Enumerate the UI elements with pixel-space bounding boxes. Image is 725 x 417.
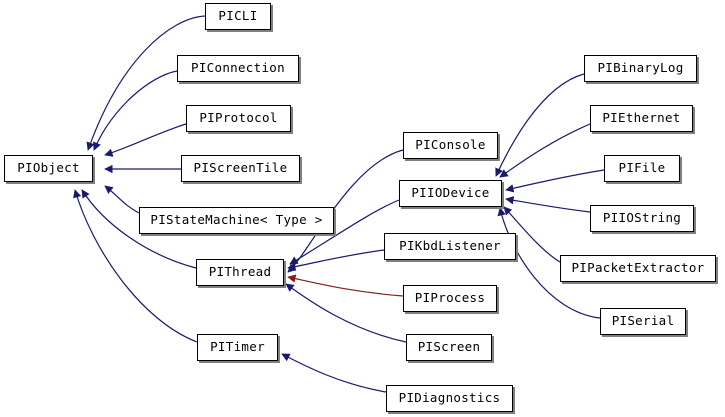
edge-pidiagnostics-to-pitimer	[281, 353, 387, 393]
class-node-pidiagnostics[interactable]: PIDiagnostics	[386, 385, 513, 412]
class-node-pibinarylog[interactable]: PIBinaryLog	[584, 55, 697, 82]
class-node-piprocess[interactable]: PIProcess	[403, 285, 497, 312]
class-node-pitimer[interactable]: PITimer	[197, 334, 278, 361]
class-node-label: PIScreenTile	[193, 160, 288, 176]
class-node-pifile[interactable]: PIFile	[604, 155, 680, 182]
edge-piprocess-to-pithread	[287, 274, 404, 297]
class-node-piscreentile[interactable]: PIScreenTile	[181, 155, 300, 182]
edge-piprotocol-to-piobject	[104, 123, 187, 157]
class-node-piiostring[interactable]: PIIOString	[590, 205, 694, 232]
class-node-label: PIEthernet	[602, 110, 681, 126]
class-node-label: PIProcess	[414, 290, 486, 306]
class-node-label: PIIODevice	[411, 185, 490, 201]
class-node-label: PIKbdListener	[399, 238, 501, 254]
class-node-label: PIIOString	[602, 210, 682, 226]
edge-pikbdlistener-to-pithread	[287, 249, 385, 271]
class-node-pistatemachine[interactable]: PIStateMachine< Type >	[139, 207, 334, 234]
class-node-label: PIObject	[17, 160, 80, 176]
edge-pifile-to-piiodevice	[505, 169, 605, 193]
class-node-piobject[interactable]: PIObject	[4, 155, 93, 182]
class-node-label: PITimer	[210, 339, 265, 355]
class-node-piethernet[interactable]: PIEthernet	[590, 105, 693, 132]
class-node-label: PISerial	[611, 313, 675, 329]
class-node-piscreen[interactable]: PIScreen	[406, 334, 492, 361]
class-node-piserial[interactable]: PISerial	[600, 308, 686, 335]
class-node-piconsole[interactable]: PIConsole	[403, 132, 498, 159]
class-node-label: PIFile	[618, 160, 666, 176]
class-node-label: PIThread	[208, 264, 272, 280]
class-node-label: PIDiagnostics	[398, 390, 501, 406]
class-node-label: PIConsole	[415, 137, 486, 153]
class-node-picli[interactable]: PICLI	[205, 3, 271, 30]
edge-piiostring-to-piiodevice	[505, 196, 591, 213]
class-node-label: PIScreen	[417, 339, 481, 355]
class-node-label: PIStateMachine< Type >	[150, 212, 323, 228]
edge-pibinarylog-to-piiodevice	[495, 73, 585, 177]
edge-piethernet-to-piiodevice	[499, 123, 591, 178]
class-node-pikbdlistener[interactable]: PIKbdListener	[384, 233, 516, 260]
class-node-label: PIConnection	[191, 60, 285, 76]
edge-piscreen-to-pithread	[285, 283, 407, 343]
class-node-piprotocol[interactable]: PIProtocol	[186, 105, 291, 132]
class-node-label: PICLI	[218, 8, 258, 24]
class-node-label: PIPacketExtractor	[571, 260, 705, 276]
edge-pistatemachine-to-piobject	[104, 185, 140, 214]
edge-piconnection-to-piobject	[93, 70, 178, 151]
class-node-label: PIBinaryLog	[597, 60, 684, 76]
class-node-pithread[interactable]: PIThread	[196, 259, 284, 286]
class-node-piconnection[interactable]: PIConnection	[177, 55, 299, 82]
class-node-pipacketextractor[interactable]: PIPacketExtractor	[560, 255, 716, 282]
class-node-label: PIProtocol	[199, 110, 278, 126]
class-node-piiodevice[interactable]: PIIODevice	[399, 180, 502, 207]
